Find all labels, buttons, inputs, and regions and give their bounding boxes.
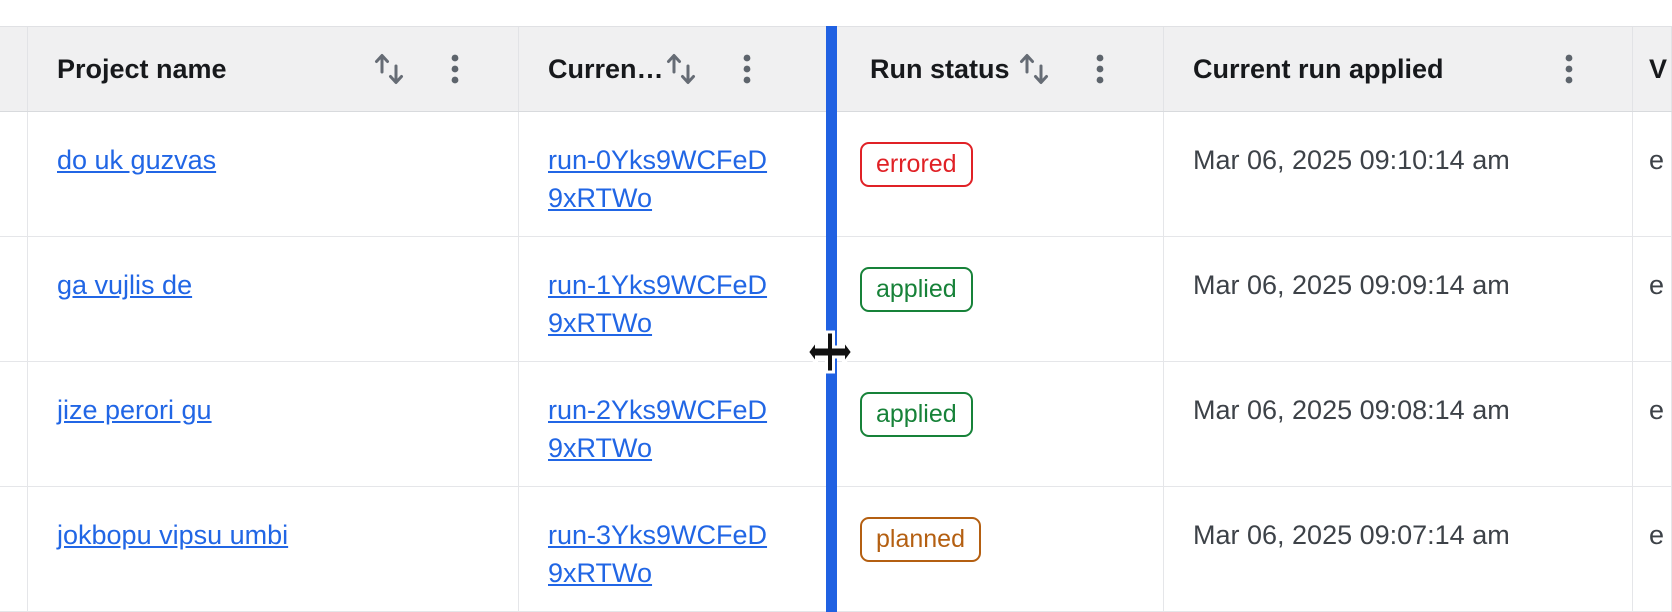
truncated-text: e xyxy=(1649,520,1665,550)
run-link[interactable]: run-2Yks9WCFeD9xRTWo xyxy=(548,395,768,463)
sort-icon[interactable] xyxy=(1017,51,1051,87)
current-run-cell: run-0Yks9WCFeD9xRTWo xyxy=(519,112,831,236)
run-link[interactable]: run-3Yks9WCFeD9xRTWo xyxy=(548,520,768,588)
sort-icon[interactable] xyxy=(372,51,406,87)
current-run-applied-cell: Mar 06, 2025 09:09:14 am xyxy=(1164,237,1633,361)
page-background-strip xyxy=(0,0,1672,26)
stub-cell xyxy=(0,362,28,486)
column-label: V xyxy=(1649,53,1668,84)
project-link[interactable]: do uk guzvas xyxy=(57,145,217,175)
kebab-menu-icon[interactable] xyxy=(450,51,460,87)
kebab-menu-icon[interactable] xyxy=(1095,51,1105,87)
truncated-cell: e xyxy=(1633,112,1672,236)
column-header-stub xyxy=(0,27,28,111)
run-status-cell: applied xyxy=(831,237,1164,361)
current-run-applied-cell: Mar 06, 2025 09:10:14 am xyxy=(1164,112,1633,236)
column-label: Curren… xyxy=(548,53,664,84)
truncated-text: e xyxy=(1649,395,1665,425)
run-status-cell: applied xyxy=(831,362,1164,486)
project-link[interactable]: ga vujlis de xyxy=(57,270,193,300)
project-name-cell: jokbopu vipsu umbi xyxy=(28,487,519,611)
current-run-applied-cell: Mar 06, 2025 09:08:14 am xyxy=(1164,362,1633,486)
truncated-cell: e xyxy=(1633,237,1672,361)
status-badge: applied xyxy=(860,392,973,437)
status-badge: applied xyxy=(860,267,973,312)
kebab-menu-icon[interactable] xyxy=(1564,51,1574,87)
status-badge: planned xyxy=(860,517,981,562)
column-header-current-run-applied: Current run applied xyxy=(1164,27,1633,111)
kebab-menu-icon[interactable] xyxy=(742,51,752,87)
run-status-cell: planned xyxy=(831,487,1164,611)
current-run-cell: run-1Yks9WCFeD9xRTWo xyxy=(519,237,831,361)
run-status-cell: errored xyxy=(831,112,1164,236)
stub-cell xyxy=(0,487,28,611)
project-name-cell: jize perori gu xyxy=(28,362,519,486)
project-name-cell: do uk guzvas xyxy=(28,112,519,236)
truncated-cell: e xyxy=(1633,362,1672,486)
column-header-run-status: Run status xyxy=(831,27,1164,111)
truncated-text: e xyxy=(1649,145,1665,175)
timestamp: Mar 06, 2025 09:10:14 am xyxy=(1193,145,1510,175)
timestamp: Mar 06, 2025 09:07:14 am xyxy=(1193,520,1510,550)
truncated-text: e xyxy=(1649,270,1665,300)
project-link[interactable]: jokbopu vipsu umbi xyxy=(57,520,289,550)
status-badge: errored xyxy=(860,142,973,187)
column-label: Project name xyxy=(57,53,227,84)
run-link[interactable]: run-1Yks9WCFeD9xRTWo xyxy=(548,270,768,338)
project-name-cell: ga vujlis de xyxy=(28,237,519,361)
run-link[interactable]: run-0Yks9WCFeD9xRTWo xyxy=(548,145,768,213)
timestamp: Mar 06, 2025 09:08:14 am xyxy=(1193,395,1510,425)
current-run-cell: run-2Yks9WCFeD9xRTWo xyxy=(519,362,831,486)
timestamp: Mar 06, 2025 09:09:14 am xyxy=(1193,270,1510,300)
stub-cell xyxy=(0,237,28,361)
truncated-cell: e xyxy=(1633,487,1672,611)
current-run-applied-cell: Mar 06, 2025 09:07:14 am xyxy=(1164,487,1633,611)
column-label: Current run applied xyxy=(1193,53,1444,84)
column-header-truncated: V xyxy=(1633,27,1672,111)
column-header-project-name: Project name xyxy=(28,27,519,111)
column-resize-indicator[interactable] xyxy=(826,26,837,612)
sort-icon[interactable] xyxy=(664,51,698,87)
column-header-current-run: Curren… xyxy=(519,27,831,111)
project-link[interactable]: jize perori gu xyxy=(57,395,212,425)
current-run-cell: run-3Yks9WCFeD9xRTWo xyxy=(519,487,831,611)
column-label: Run status xyxy=(870,53,1010,84)
stub-cell xyxy=(0,112,28,236)
